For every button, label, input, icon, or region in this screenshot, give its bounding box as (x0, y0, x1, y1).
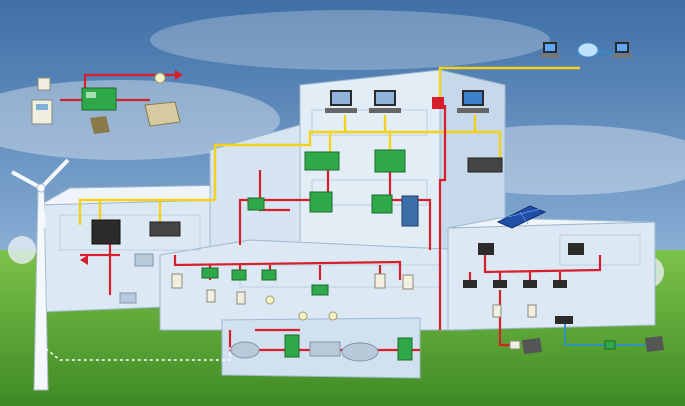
yellow-network-bus (78, 66, 580, 225)
controller-module-icon (81, 87, 117, 111)
thermostat-display (36, 104, 48, 110)
controller-module-icon (309, 191, 333, 213)
sensor-device-icon (201, 267, 329, 296)
light-bulb-icon (154, 72, 338, 321)
controller-module-icon (397, 337, 413, 361)
network-switch-icon (555, 316, 573, 324)
controller-module-icon (247, 197, 265, 211)
controller-module-icon (304, 151, 340, 171)
cloud (150, 10, 550, 70)
solar-panel-icon (496, 205, 547, 229)
server-computer-icon (457, 90, 489, 113)
controller-module-icon (144, 101, 181, 127)
controller-module-icon (371, 194, 393, 214)
controller-module-icon (91, 219, 121, 245)
network-switch-icon (432, 97, 444, 109)
sensor-device-icon (509, 340, 521, 350)
controller-module-icon (149, 221, 181, 237)
sensor-device-icon (171, 273, 537, 318)
controller-module-icon (374, 149, 406, 173)
sensor-device-icon (90, 116, 110, 134)
wind-turbine-icon (11, 158, 231, 391)
controller-module-icon (467, 157, 503, 173)
laptop-icon (522, 336, 664, 354)
thermostat-icon (31, 99, 53, 125)
red-arrow-heads (80, 70, 183, 265)
controller-module-icon (401, 195, 419, 227)
left-wing-equipment (119, 253, 154, 304)
server-computer-icon (369, 90, 401, 113)
sensor-device-icon (604, 340, 616, 350)
controller-module-icon (284, 334, 300, 358)
basement-equipment (230, 341, 379, 362)
sensor-device-icon (463, 243, 584, 288)
server-computer-icon (325, 90, 357, 113)
sensor-device-icon (37, 77, 51, 91)
network-cloud-icon (577, 42, 599, 58)
server-computer-icon (540, 42, 560, 58)
server-computer-icon (612, 42, 632, 58)
